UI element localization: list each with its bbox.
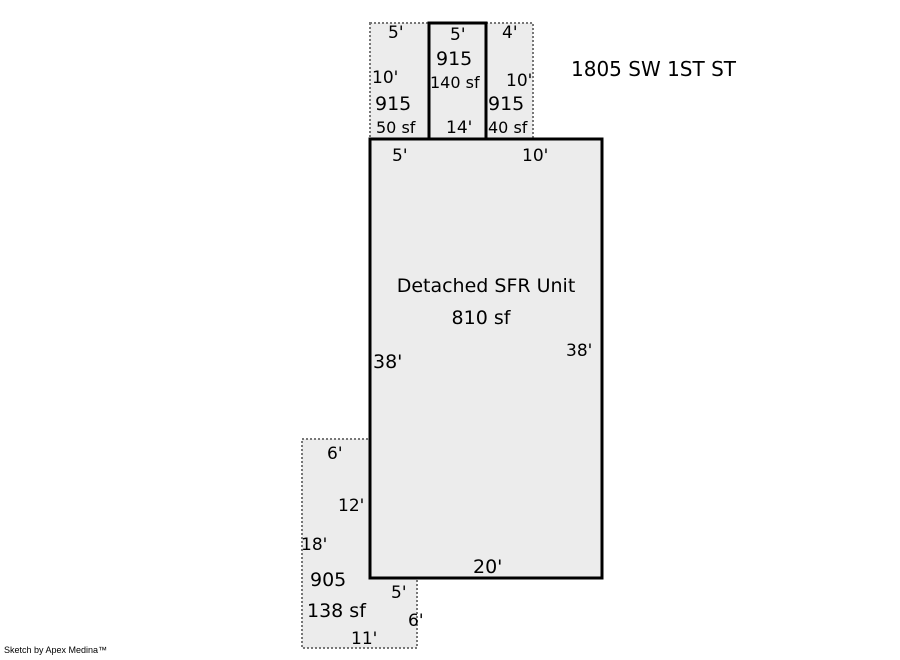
dim-label: 6' (408, 611, 424, 631)
area-size: 140 sf (430, 73, 480, 92)
area-code: 915 (436, 48, 472, 70)
property-address: 1805 SW 1ST ST (571, 57, 736, 81)
main-unit (368, 137, 604, 580)
dim-label: 6' (327, 444, 343, 464)
area-915-right (485, 22, 534, 140)
area-size: 40 sf (488, 118, 528, 137)
area-915-left (369, 22, 430, 140)
dim-label: 5' (388, 23, 404, 43)
dim-label: 38' (373, 351, 402, 373)
dim-label: 11' (351, 629, 377, 649)
dim-label: 12' (338, 496, 364, 516)
area-code: 905 (310, 569, 346, 591)
area-code: 915 (375, 93, 411, 115)
dim-label: 10' (506, 71, 532, 91)
dim-label: 5' (450, 25, 466, 45)
dim-label: 20' (473, 556, 502, 578)
dim-label: 38' (566, 341, 592, 361)
area-size: 50 sf (376, 118, 416, 137)
main-unit-label: Detached SFR Unit (397, 275, 576, 297)
dim-label: 10' (522, 146, 548, 166)
dim-label: 10' (372, 68, 398, 88)
dim-label: 14' (446, 118, 472, 138)
main-unit-area: 810 sf (452, 307, 512, 329)
sketch-credit: Sketch by Apex Medina™ (4, 645, 108, 655)
dim-label: 5' (392, 146, 408, 166)
area-size: 138 sf (307, 600, 367, 622)
area-915-middle (429, 23, 486, 139)
dim-label: 18' (301, 535, 327, 555)
dim-label: 5' (391, 583, 407, 603)
dim-label: 4' (502, 23, 518, 43)
area-code: 915 (488, 93, 524, 115)
